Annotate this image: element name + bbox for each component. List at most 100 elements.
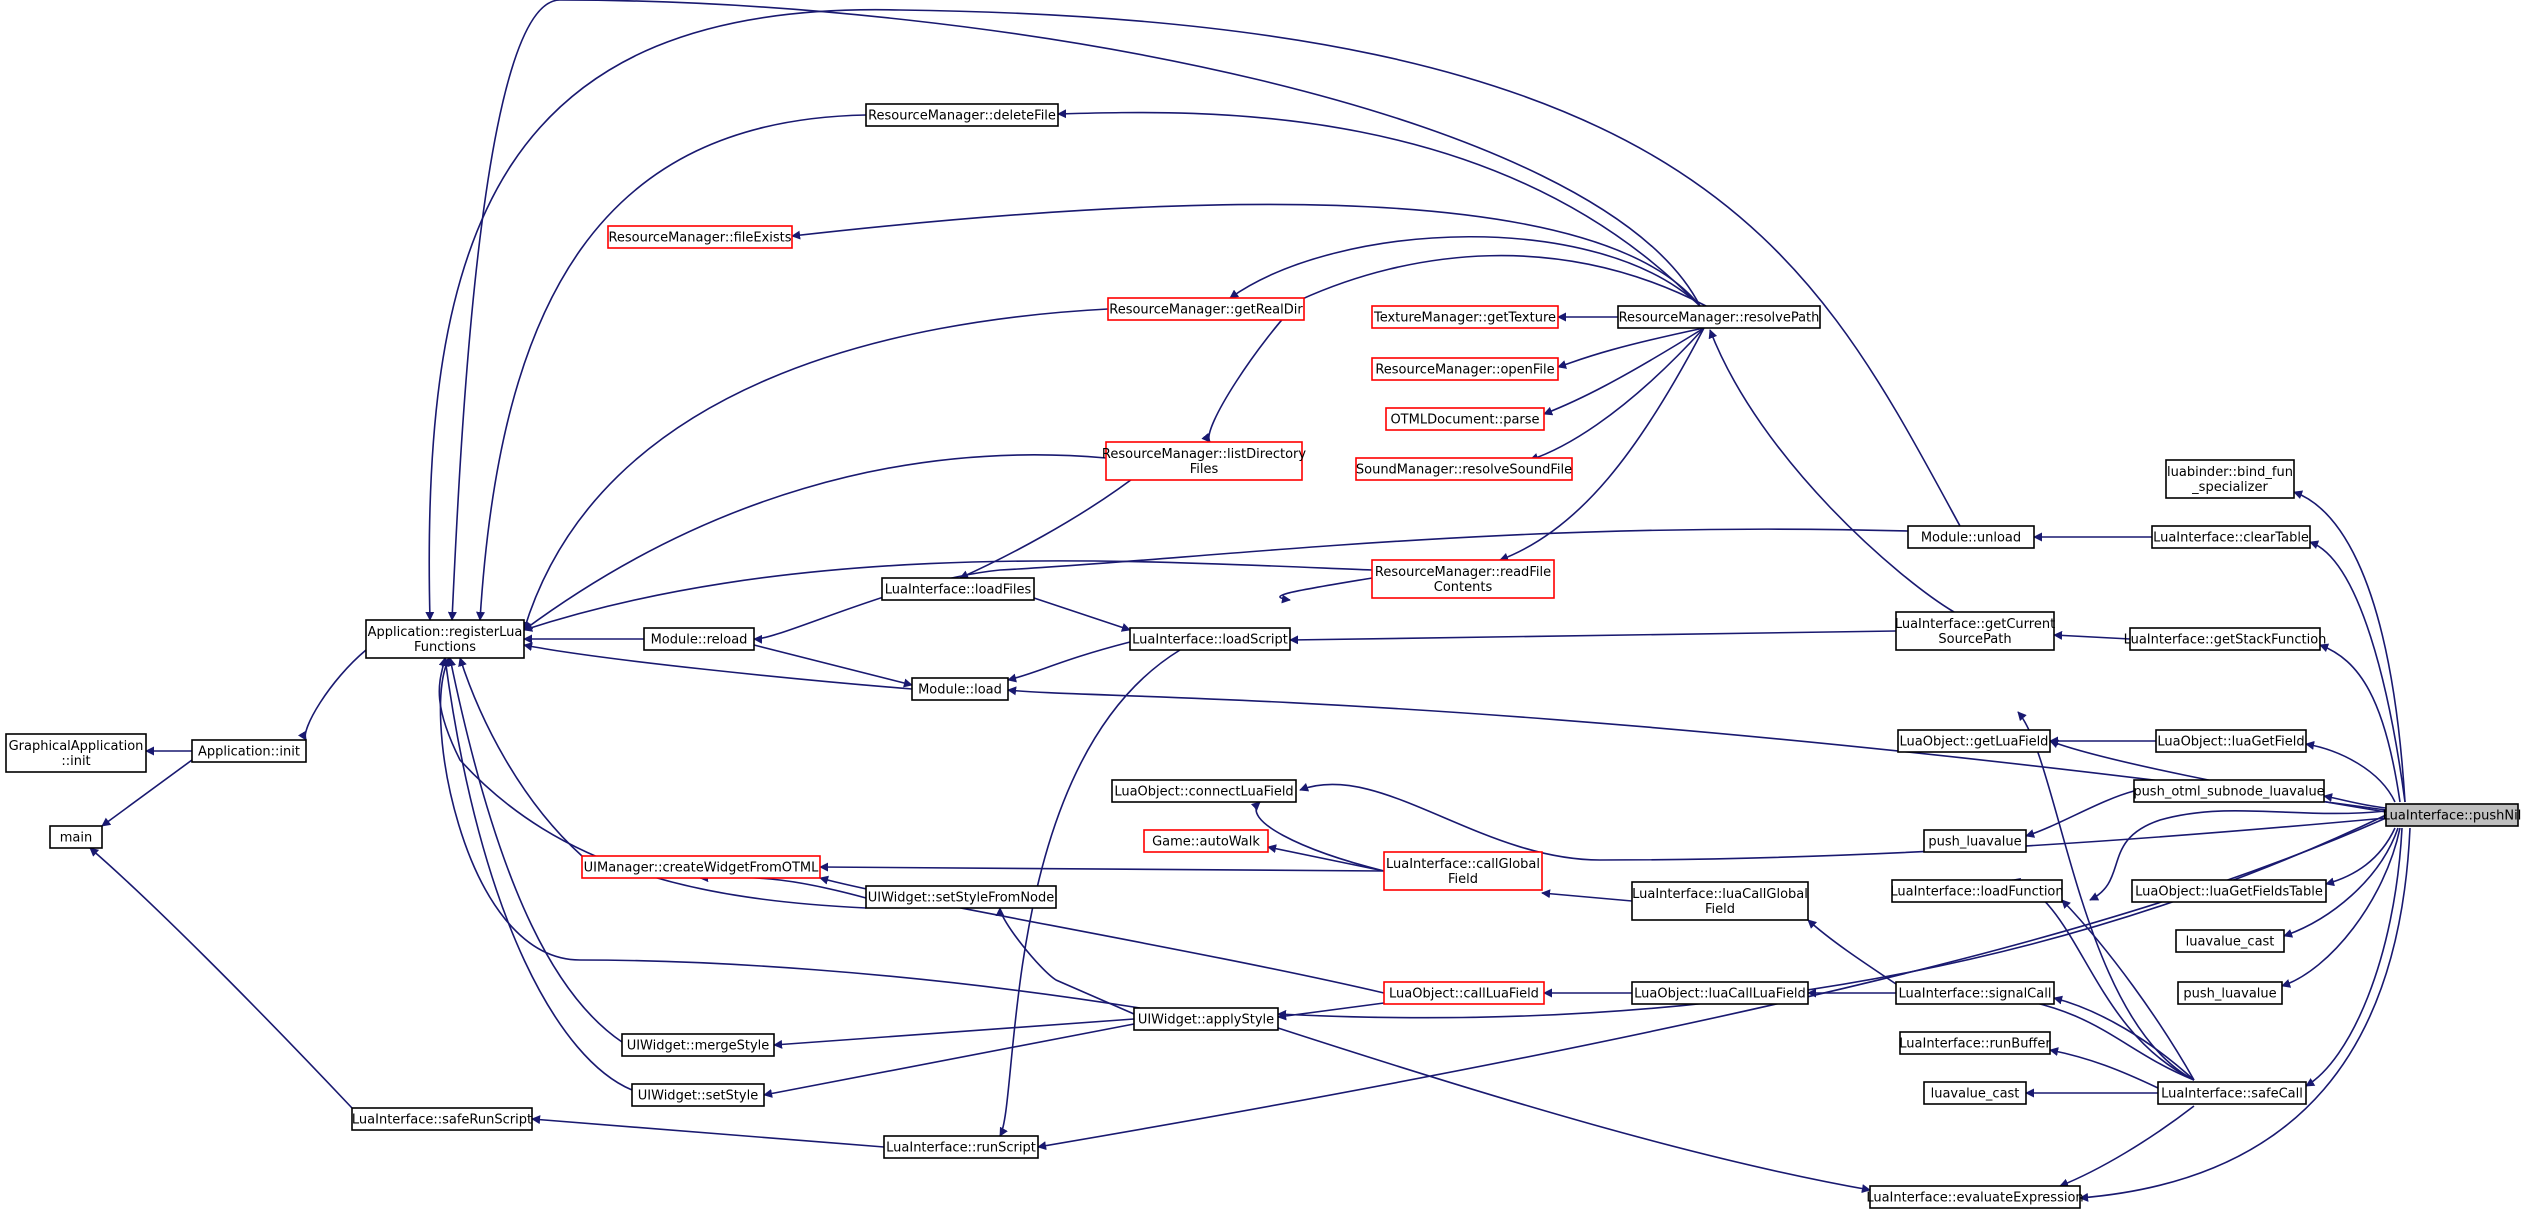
node-mergeStyle[interactable]: UIWidget::mergeStyle [621,1033,775,1057]
node-label: LuaInterface::signalCall [1899,987,2052,1002]
node-box [1895,981,2055,1005]
node-graphicalInit[interactable]: GraphicalApplication::init [5,733,147,773]
node-label: Game::autoWalk [1152,835,1260,850]
node-box [1897,729,2051,753]
edge-to-bindFun [2293,490,2406,803]
node-resolveSoundFile[interactable]: SoundManager::resolveSoundFile [1355,457,1573,481]
node-luaCallLuaField[interactable]: LuaObject::luaCallLuaField [1631,981,1809,1005]
node-fileExists[interactable]: ResourceManager::fileExists [607,225,793,249]
node-connectLuaField[interactable]: LuaObject::connectLuaField [1111,779,1297,803]
node-otmlParse[interactable]: OTMLDocument::parse [1385,407,1545,431]
node-getLuaField[interactable]: LuaObject::getLuaField [1897,729,2051,753]
node-label: LuaInterface::loadFiles [885,583,1032,598]
edge-to-moduleLoad [753,644,913,688]
node-applicationInit[interactable]: Application::init [191,739,307,763]
node-getStackFunction[interactable]: LuaInterface::getStackFunction [2124,627,2327,651]
edge-to-registerLuaFunctions [447,657,623,1043]
node-safeCall[interactable]: LuaInterface::safeCall [2157,1081,2307,1105]
node-pushOtml[interactable]: push_otml_subnode_luavalue [2133,779,2325,803]
node-box [881,577,1035,601]
node-pushLuavalue2[interactable]: push_luavalue [1923,829,2027,853]
node-box [2155,729,2307,753]
node-getRealDir[interactable]: ResourceManager::getRealDir [1107,297,1305,321]
node-loadFunction[interactable]: LuaInterface::loadFunction [1890,879,2064,903]
node-loadFiles[interactable]: LuaInterface::loadFiles [881,577,1035,601]
node-moduleUnload[interactable]: Module::unload [1907,525,2035,549]
node-label: LuaInterface::safeRunScript [352,1113,532,1128]
node-signalCall[interactable]: LuaInterface::signalCall [1895,981,2055,1005]
node-luavalueCast2[interactable]: luavalue_cast [1923,1081,2027,1105]
node-applyStyle[interactable]: UIWidget::applyStyle [1133,1007,1279,1031]
node-label: luavalue_cast [1931,1087,2020,1102]
node-label: UIWidget::setStyle [638,1089,758,1104]
node-getTexture[interactable]: TextureManager::getTexture [1371,305,1559,329]
node-label: SourcePath [1938,632,2011,647]
node-label: Field [1448,872,1478,887]
node-label: LuaInterface::clearTable [2153,531,2309,546]
node-label: ResourceManager::openFile [1375,363,1554,378]
edge-to-createWidgetFromOTML [699,873,867,899]
edge-to-registerLuaFunctions [523,454,1107,631]
node-label: Module::reload [651,633,748,648]
node-openFile[interactable]: ResourceManager::openFile [1371,357,1559,381]
edge-to-luavalueCast1 [2283,827,2399,938]
node-label: OTMLDocument::parse [1390,413,1539,428]
node-pushNil[interactable]: LuaInterface::pushNil [2383,803,2522,827]
node-box [1383,981,1545,1005]
node-moduleReload[interactable]: Module::reload [643,627,755,651]
node-label: UIWidget::setStyleFromNode [868,891,1055,906]
node-box [865,885,1057,909]
node-label: LuaInterface::callGlobal [1386,857,1540,872]
edge-to-readFileContents [1499,327,1705,562]
node-label: ResourceManager::fileExists [608,231,791,246]
node-main[interactable]: main [49,825,103,849]
node-createWidgetFromOTML[interactable]: UIManager::createWidgetFromOTML [581,855,821,879]
node-label: Field [1705,902,1735,917]
edge-to-signalCall [2053,995,2195,1081]
node-loadScript[interactable]: LuaInterface::loadScript [1129,627,1291,651]
node-box [191,739,307,763]
node-safeRunScript[interactable]: LuaInterface::safeRunScript [351,1107,533,1131]
node-box [621,1033,775,1057]
node-label: GraphicalApplication [9,739,144,754]
node-luavalueCast1[interactable]: luavalue_cast [2175,929,2285,953]
node-label: UIWidget::mergeStyle [627,1039,770,1054]
edge-to-loadScript [1279,577,1373,604]
node-box [1923,1081,2027,1105]
node-luaGetFieldsTable[interactable]: LuaObject::luaGetFieldsTable [2131,879,2327,903]
node-label: LuaInterface::pushNil [2383,809,2522,824]
node-bindFun[interactable]: luabinder::bind_fun_specializer [2165,459,2295,499]
edge-to-runBuffer [2049,1047,2159,1089]
edge-to-gameAutoWalk [1267,844,1385,872]
node-label: LuaInterface::runBuffer [1899,1037,2051,1052]
node-pushLuavalue1[interactable]: push_luavalue [2177,981,2283,1005]
node-runScript[interactable]: LuaInterface::runScript [883,1135,1039,1159]
node-luaGetField[interactable]: LuaObject::luaGetField [2155,729,2307,753]
edge-to-loadFiles [959,469,1145,579]
node-setStyle[interactable]: UIWidget::setStyle [631,1083,765,1107]
node-box [1631,981,1809,1005]
node-runBuffer[interactable]: LuaInterface::runBuffer [1899,1031,2051,1055]
node-evaluateExpression[interactable]: LuaInterface::evaluateExpression [1866,1185,2084,1209]
node-setStyleFromNode[interactable]: UIWidget::setStyleFromNode [865,885,1057,909]
node-label: Files [1190,462,1219,477]
node-moduleLoad[interactable]: Module::load [911,677,1009,701]
node-box [351,1107,533,1131]
node-resolvePath[interactable]: ResourceManager::resolvePath [1617,305,1821,329]
node-deleteFile[interactable]: ResourceManager::deleteFile [865,103,1059,127]
node-gameAutoWalk[interactable]: Game::autoWalk [1143,829,1269,853]
node-box [2129,627,2321,651]
edge-to-setStyleFromNode [995,907,1135,1015]
node-label: Module::load [918,683,1002,698]
node-box [1371,305,1559,329]
node-callLuaField[interactable]: LuaObject::callLuaField [1383,981,1545,1005]
edge-to-loadFiles [1033,597,1131,632]
node-label: ResourceManager::listDirectory [1102,447,1306,462]
node-clearTable[interactable]: LuaInterface::clearTable [2151,525,2311,549]
